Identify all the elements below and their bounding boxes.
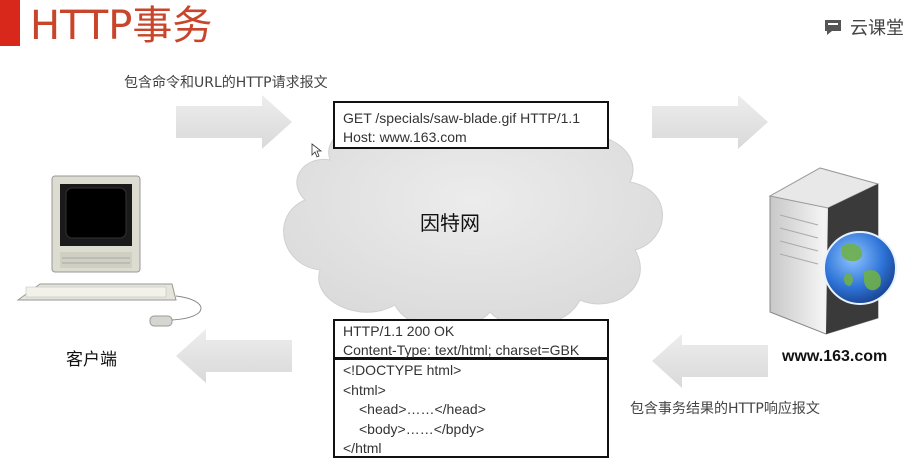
server xyxy=(768,167,897,335)
body-line: </html xyxy=(343,440,382,456)
logo-text: 云课堂 xyxy=(850,18,904,39)
mouse-cursor xyxy=(311,143,323,158)
logo: 云课堂 xyxy=(822,14,904,40)
body-line: <html> xyxy=(343,381,386,398)
top-right-arrow xyxy=(652,95,768,149)
response-caption: 包含事务结果的HTTP响应报文 xyxy=(630,401,820,417)
content-type-line: Content-Type: text/html; charset=GBK xyxy=(343,342,580,358)
client-label: 客户端 xyxy=(66,350,117,370)
slide-title: HTTP事务 xyxy=(30,3,213,49)
top-left-arrow xyxy=(176,95,292,149)
internet-label: 因特网 xyxy=(420,211,480,235)
request-caption: 包含命令和URL的HTTP请求报文 xyxy=(124,75,328,91)
request-host-line: Host: www.163.com xyxy=(343,129,467,145)
response-header-box: HTTP/1.1 200 OK Content-Type: text/html;… xyxy=(333,319,609,359)
bottom-right-arrow xyxy=(652,334,768,388)
request-message-box: GET /specials/saw-blade.gif HTTP/1.1 Hos… xyxy=(333,101,609,149)
body-line: <body>……</bpdy> xyxy=(359,420,485,437)
client-computer xyxy=(16,175,202,327)
response-body-box: <!DOCTYPE html> <html> <head>……</head> <… xyxy=(333,358,609,458)
cloud-classroom-logo-icon xyxy=(825,20,841,35)
status-line: HTTP/1.1 200 OK xyxy=(343,323,455,339)
title-accent-bar xyxy=(0,0,20,46)
bottom-left-arrow xyxy=(176,329,292,383)
body-line: <head>……</head> xyxy=(359,401,486,417)
body-line: <!DOCTYPE html> xyxy=(343,362,462,378)
server-label: www.163.com xyxy=(782,348,888,365)
request-line: GET /specials/saw-blade.gif HTTP/1.1 xyxy=(343,110,581,126)
